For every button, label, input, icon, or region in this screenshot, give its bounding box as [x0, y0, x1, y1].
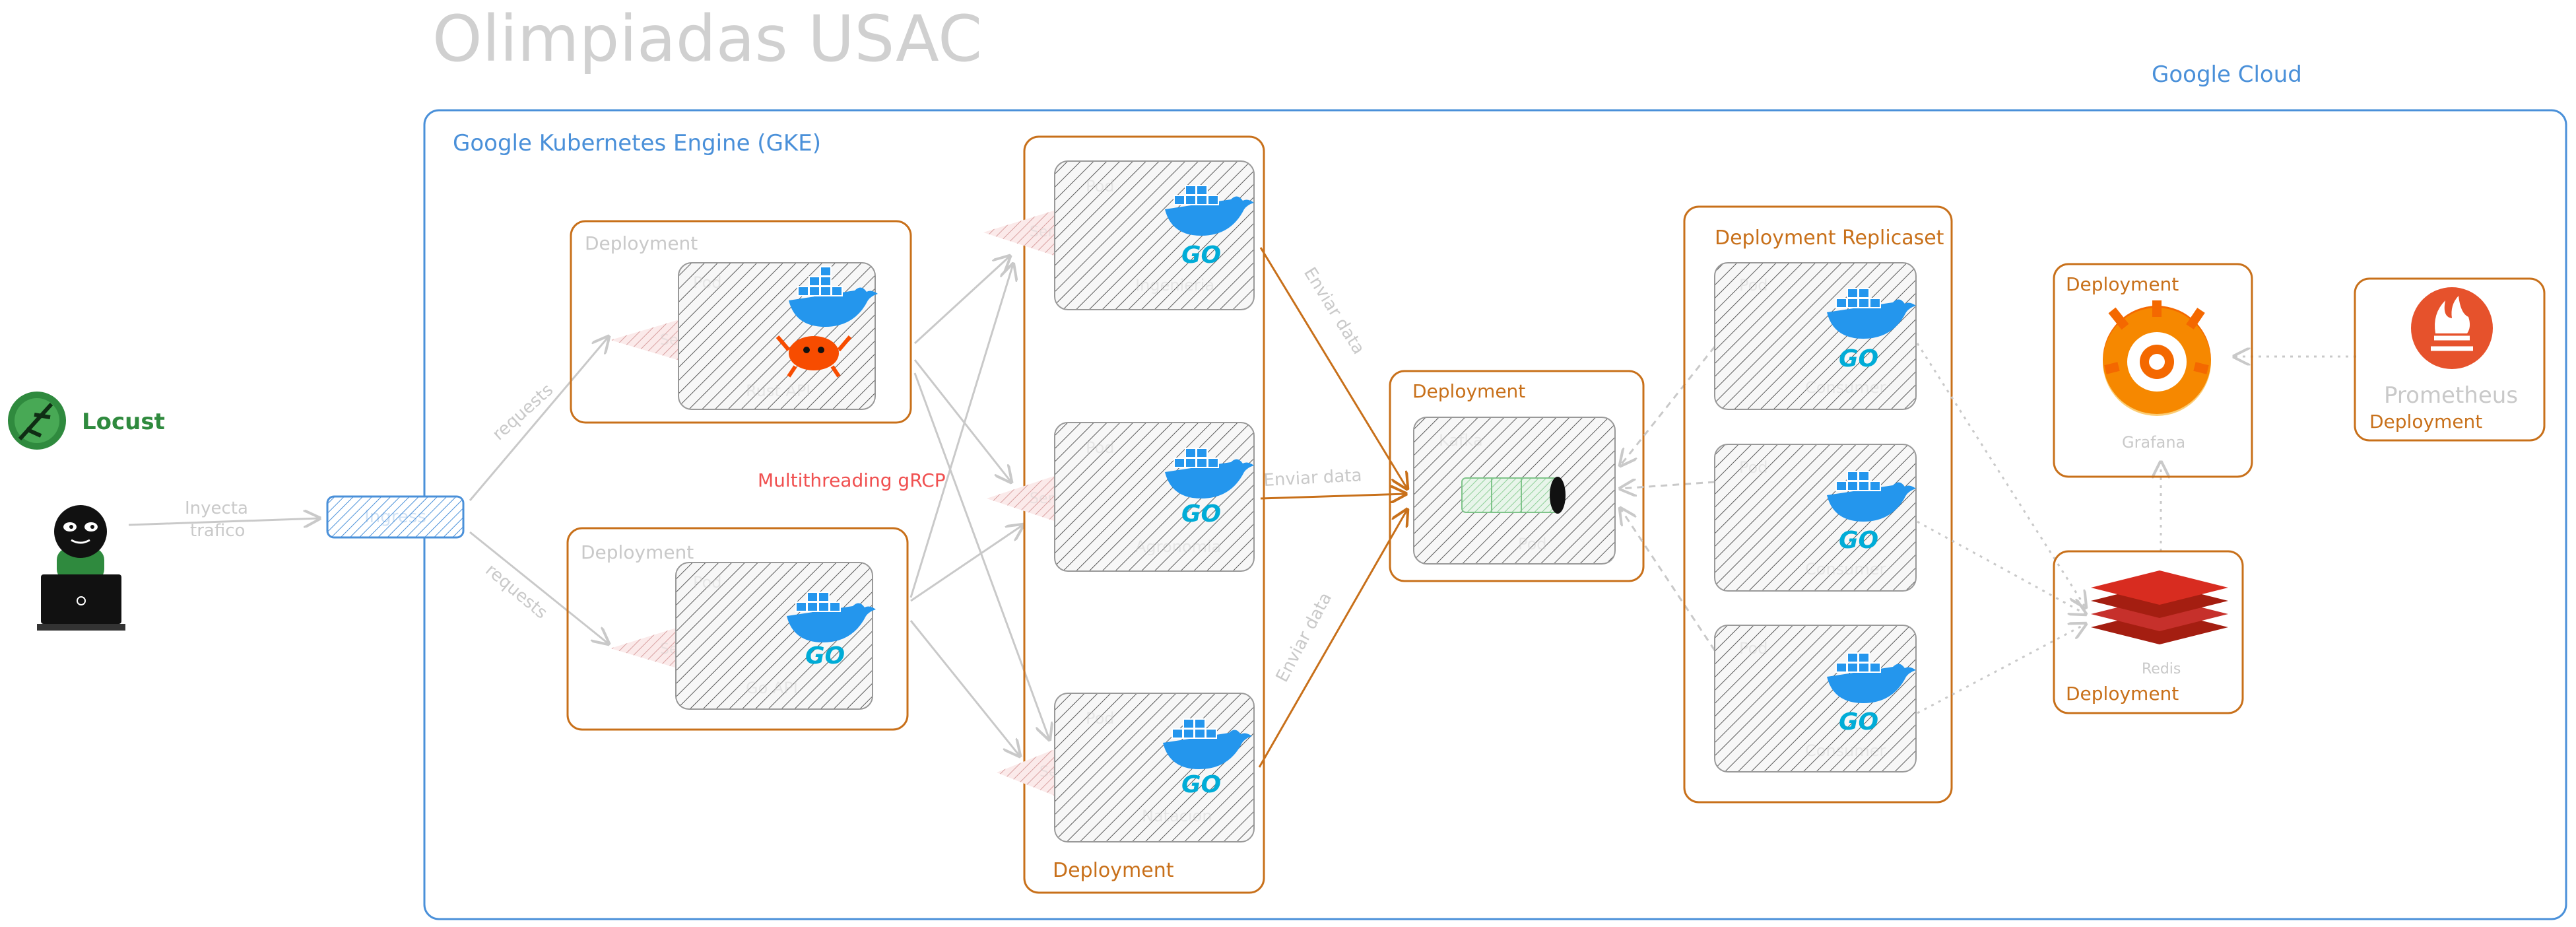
consumer-to-kafka-edges — [1620, 346, 1716, 651]
redis-name: Redis — [2142, 661, 2181, 677]
go-logo-icon: GO — [1839, 708, 1878, 736]
queue-icon — [1461, 477, 1566, 514]
docker-icon — [1827, 652, 1916, 703]
redis-deployment — [2053, 550, 2244, 714]
requests-label-top: requests — [489, 380, 558, 444]
go-deployment — [566, 527, 909, 731]
api-to-grpc-edges — [909, 256, 1049, 756]
consumers-deployment — [1683, 205, 1953, 804]
grafana-deployment-label: Deployment — [2066, 273, 2179, 295]
grafana-name: Grafana — [2122, 433, 2185, 452]
docker-icon — [1165, 185, 1254, 236]
prometheus-name: Prometheus — [2384, 382, 2518, 409]
enviar-data-label-2: Enviar data — [1263, 465, 1362, 491]
consumers-deployment-label: Deployment Replicaset — [1715, 226, 1944, 250]
docker-icon — [789, 266, 878, 327]
go-api-name: Go API — [746, 679, 798, 697]
rust-pod-label: Pod — [693, 273, 722, 292]
prometheus-deployment — [2354, 277, 2546, 442]
grpc-deployment — [1023, 135, 1265, 894]
multithreading-label: Multithreading gRCP — [758, 469, 946, 491]
user-at-laptop-icon — [37, 505, 125, 631]
kafka-deployment — [1389, 370, 1645, 582]
prometheus-deployment-label: Deployment — [2369, 411, 2482, 432]
prometheus-icon — [2411, 287, 2493, 369]
ingress-box — [326, 495, 465, 539]
go-logo-icon: GO — [1181, 771, 1221, 798]
grafana-icon — [2103, 300, 2211, 416]
grpc-pod-3-label: Pod — [1086, 709, 1115, 728]
cloud-label: Google Cloud — [2152, 61, 2302, 88]
edge-client-ingress — [128, 518, 319, 525]
go-deployment-label: Deployment — [581, 541, 694, 563]
consumer-pod-1-label: Pod — [1739, 276, 1768, 294]
go-logo-icon: GO — [1839, 345, 1878, 372]
enviar-data-label-1: Enviar data — [1300, 264, 1368, 358]
docker-icon — [1165, 448, 1254, 498]
inject-label-line-2: trafico — [190, 521, 245, 541]
docker-icon — [1827, 471, 1916, 522]
docker-icon — [1163, 718, 1252, 769]
rust-deployment — [570, 220, 912, 424]
redis-deployment-label: Deployment — [2066, 683, 2179, 704]
docker-icon — [1827, 288, 1916, 339]
edge-ingress-go — [469, 531, 609, 644]
kafka-deployment-label: Deployment — [1412, 380, 1525, 402]
edge-ingress-rust — [469, 337, 609, 501]
locust-label: Locust — [82, 409, 165, 435]
locust-logo — [8, 392, 66, 450]
enviar-data-label-3: Enviar data — [1272, 590, 1336, 686]
inject-label-line-1: Inyecta — [185, 498, 248, 518]
grpc-pod-1-label: Pod — [1086, 177, 1115, 195]
go-pod-label: Pod — [693, 573, 722, 592]
consumer-pod-2-name: Consumer — [1805, 560, 1886, 578]
go-logo-icon: GO — [1181, 500, 1221, 528]
go-logo-icon: GO — [1839, 527, 1878, 554]
grpc-deployment-label: Deployment — [1053, 859, 1174, 882]
consumer-pod-3-label: Pod — [1739, 639, 1768, 658]
grpc-pod-3-name: Natacion — [1142, 807, 1212, 825]
grafana-deployment — [2053, 263, 2253, 478]
consumer-to-redis-edges — [1916, 343, 2086, 714]
enviar-data-edges — [1258, 247, 1407, 768]
ingress-label: Ingress — [364, 507, 426, 527]
rust-crab-icon — [776, 335, 852, 378]
docker-icon — [787, 592, 876, 642]
grpc-pod-1-name: Ingenieria — [1135, 276, 1214, 294]
consumer-pod-1-name: Consumer — [1805, 378, 1886, 397]
kafka-pod-label: Pod — [1518, 535, 1547, 553]
page-title: Olimpiadas USAC — [432, 2, 982, 76]
kafka-name: Kafka — [1439, 431, 1483, 450]
cluster-label: Google Kubernetes Engine (GKE) — [453, 130, 821, 156]
redis-icon — [2091, 570, 2228, 644]
go-logo-icon: GO — [1181, 242, 1221, 269]
go-logo-icon: GO — [805, 642, 845, 670]
consumer-pod-3-name: Consumer — [1805, 741, 1886, 760]
rust-api-name: Rust API — [746, 382, 810, 400]
grpc-pod-2-label: Pod — [1086, 438, 1115, 457]
consumer-pod-2-label: Pod — [1739, 458, 1768, 477]
rust-deployment-label: Deployment — [585, 232, 698, 254]
grpc-pod-2-name: Agronomia — [1135, 537, 1221, 556]
